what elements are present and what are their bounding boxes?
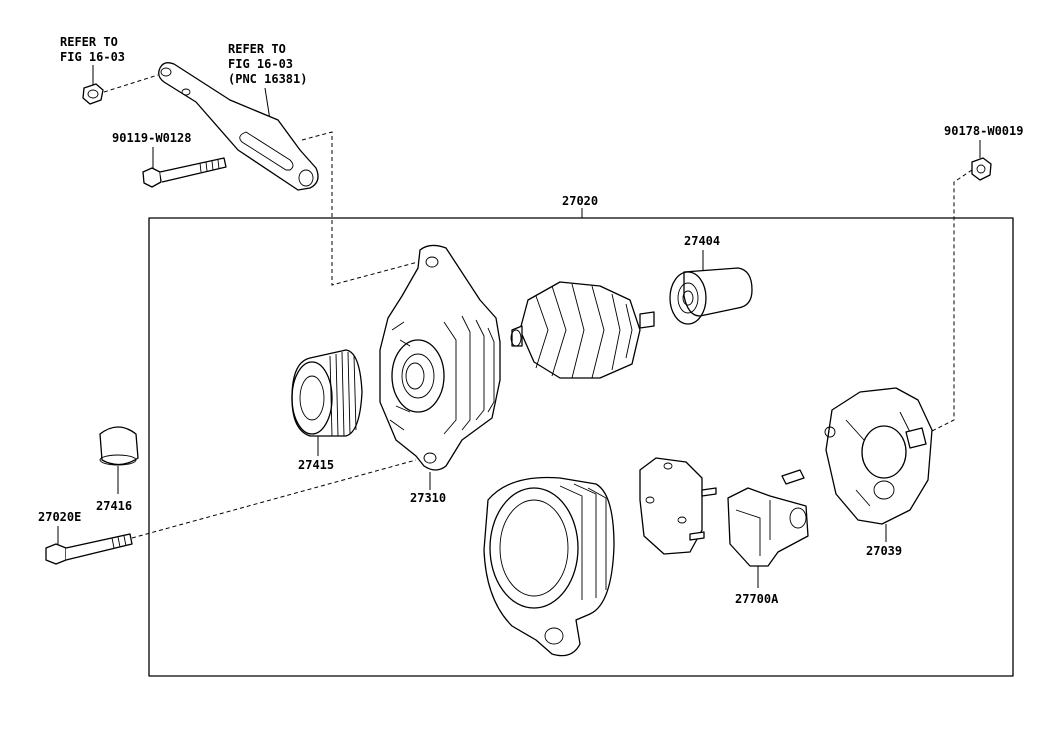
label-refer-bracket-line3[interactable]: (PNC 16381)	[228, 72, 307, 86]
cap-icon	[99, 426, 139, 466]
rotor-icon	[510, 281, 655, 379]
label-assembly[interactable]: 27020	[562, 194, 598, 208]
label-refer-bracket-line1[interactable]: REFER TO	[228, 42, 286, 56]
label-nut-terminal[interactable]: 90178-W0019	[944, 124, 1023, 138]
label-drive-frame[interactable]: 27310	[410, 491, 446, 505]
label-refer-nut-line2[interactable]: FIG 16-03	[60, 50, 125, 64]
pulley-icon	[291, 349, 363, 437]
brush-holder-icon	[639, 457, 717, 555]
label-rear-cover[interactable]: 27039	[866, 544, 902, 558]
nut-terminal-icon	[971, 157, 992, 181]
through-bolt-icon	[45, 533, 133, 565]
regulator-icon	[727, 469, 809, 567]
bolt-to-frame-dash	[131, 459, 417, 539]
label-regulator[interactable]: 27700A	[735, 592, 779, 606]
nut-to-bracket-dash	[103, 74, 159, 93]
bracket-icon	[158, 62, 319, 191]
bracket-to-frame-dash	[301, 131, 419, 286]
label-bearing-retainer[interactable]: 27404	[684, 234, 720, 248]
label-refer-bracket-line2[interactable]: FIG 16-03	[228, 57, 293, 71]
assembly-frame	[148, 217, 1014, 677]
refer-bracket-leader	[264, 87, 271, 121]
nut-to-cover-dash	[929, 169, 973, 433]
label-through-bolt[interactable]: 27020E	[38, 510, 81, 524]
rear-cover-icon	[824, 387, 933, 525]
label-pulley[interactable]: 27415	[298, 458, 334, 472]
label-cap[interactable]: 27416	[96, 499, 132, 513]
nut-refer-icon	[82, 83, 104, 105]
label-refer-nut-line1[interactable]: REFER TO	[60, 35, 118, 49]
drive-frame-icon	[379, 244, 501, 471]
bearing-retainer-icon	[669, 267, 753, 325]
label-bolt-bracket[interactable]: 90119-W0128	[112, 131, 191, 145]
bolt-bracket-icon	[142, 157, 227, 188]
stator-icon	[483, 476, 615, 657]
